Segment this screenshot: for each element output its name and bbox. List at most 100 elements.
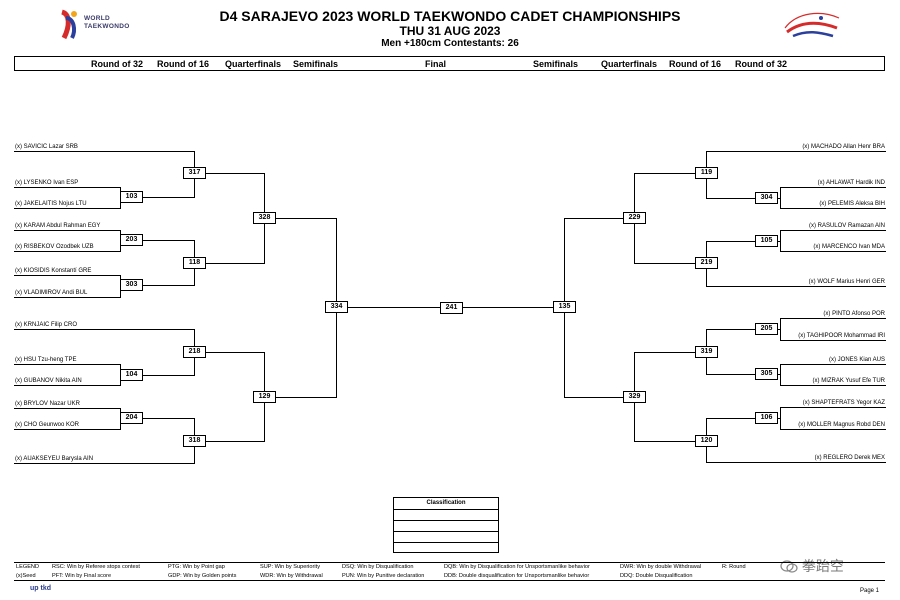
uptkd-logo: up tkd [30,585,51,592]
athlete-name: (x) KARAM Abdul Rahman EGY [15,223,101,229]
athlete-name: (x) JONES Kian AUS [828,357,885,363]
bracket-line [634,441,706,442]
match-number-box: 135 [553,301,576,313]
bracket-line [14,364,120,365]
athlete-name: (x) MOLLER Magnus Robd DEN [798,422,885,428]
bracket-line [706,462,886,463]
page-number: Page 1 [860,588,880,594]
bracket-line [194,173,264,174]
rounds-header: Round of 32 Round of 16 Quarterfinals Se… [14,56,885,71]
bracket-line [780,407,886,408]
legend-item: (x)Seed [16,573,36,579]
athlete-name: (x) RASULOV Ramazan AIN [808,223,885,229]
legend-item: DWR: Win by double Withdrawal [620,564,702,570]
bracket-line [14,329,194,330]
bracket-line [194,441,264,442]
legend-label: LEGEND [16,564,40,570]
bracket-line [14,385,120,386]
match-number-box: 319 [695,346,718,358]
bracket-line [264,218,336,219]
match-number-box: 103 [120,191,143,203]
athlete-name: (x) TAGHIPOOR Mohammad IRI [798,333,885,339]
athlete-name: (x) MACHADO Allan Henr BRA [802,144,885,150]
bracket-line [14,297,120,298]
wechat-icon [780,558,802,574]
match-number-box: 218 [183,346,206,358]
logo-text-line1: WORLD [84,15,111,22]
bracket-line [780,364,886,365]
bracket-line [564,218,634,219]
classification-row [394,521,498,532]
legend-item: WDR: Win by Withdrawal [260,573,323,579]
bracket-line [780,385,886,386]
match-number-box: 129 [253,391,276,403]
athlete-name: (x) VLADIMIROV Andi BUL [15,290,88,296]
match-number-box: 304 [755,192,778,204]
match-number-box: 205 [755,323,778,335]
match-number-box: 334 [325,301,348,313]
athlete-name: (x) SHAPTEFRATS Yegor KAZ [802,400,885,406]
legend-item: PTG: Win by Point gap [168,564,225,570]
athlete-name: (x) BRYLOV Nazar UKR [15,401,80,407]
match-number-box: 219 [695,257,718,269]
legend-item: GDP: Win by Golden points [168,573,237,579]
bracket-line [780,318,781,341]
bracket-line [706,151,886,152]
round-label-left-qf: Quarterfinals [225,59,282,69]
match-number-box: 105 [755,235,778,247]
athlete-name: (x) PINTO Afonso POR [823,311,885,317]
match-number-box: 318 [183,435,206,447]
bracket-line [634,263,706,264]
athlete-name: (x) PELEMIS Aleksa BIH [819,201,885,207]
athlete-name: (x) REGLERO Derek MEX [814,455,885,461]
legend-item: PUN: Win by Punitive declaration [342,573,425,579]
brand-text: up tkd [30,585,51,592]
bracket-line [706,286,886,287]
match-number-box: 303 [120,279,143,291]
bracket-line [14,230,120,231]
bracket-line [780,318,886,319]
bracket-line [706,418,780,419]
legend: LEGEND (x)Seed RSC: Win by Referee stops… [14,562,885,581]
legend-item: DDQ: Double Disqualification [620,573,693,579]
match-number-box: 119 [695,167,718,179]
bracket-line [120,197,194,198]
bracket-line [14,408,120,409]
final-match-box: 241 [440,302,463,314]
athlete-name: (x) AHLAWAT Hardik IND [817,180,885,186]
bracket-line [780,429,886,430]
event-date: THU 31 AUG 2023 [399,24,501,38]
bracket-line [780,187,886,188]
athlete-name: (x) HSU Tzu-heng TPE [15,357,77,363]
match-number-box: 104 [120,369,143,381]
athlete-name: (x) KIOSIDIS Konstantí GRE [15,268,92,274]
bracket-line [120,418,194,419]
athlete-name: (x) RISBEKOV Ozodbek UZB [15,244,94,250]
match-number-box: 106 [755,412,778,424]
classification-row [394,532,498,543]
match-number-box: 317 [183,167,206,179]
championship-emblem-icon [777,6,847,46]
athlete-name: (x) JAKELAITIS Nojus LTU [15,201,87,207]
bracket-line [14,251,120,252]
bracket-line [780,187,781,209]
athlete-name: (x) MIZRAK Yusuf Efe TUR [812,378,885,384]
athlete-name: (x) MARCENCO Ivan MDA [813,244,885,250]
bracket-line [634,352,706,353]
bracket-line [120,285,194,286]
bracket-line [564,397,634,398]
match-number-box: 329 [623,391,646,403]
classification-title: Classification [394,498,498,510]
logo-text-line2: TAEKWONDO [84,23,130,30]
legend-item: R: Round [722,564,746,570]
bracket-line [120,375,194,376]
bracket-line [14,463,194,464]
bracket-line [634,173,706,174]
match-number-box: 305 [755,368,778,380]
classification-row [394,510,498,521]
classification-table: Classification [393,497,499,553]
bracket-line [780,208,886,209]
bracket-line [14,275,120,276]
bracket-line [706,329,780,330]
bracket-line [780,340,886,341]
